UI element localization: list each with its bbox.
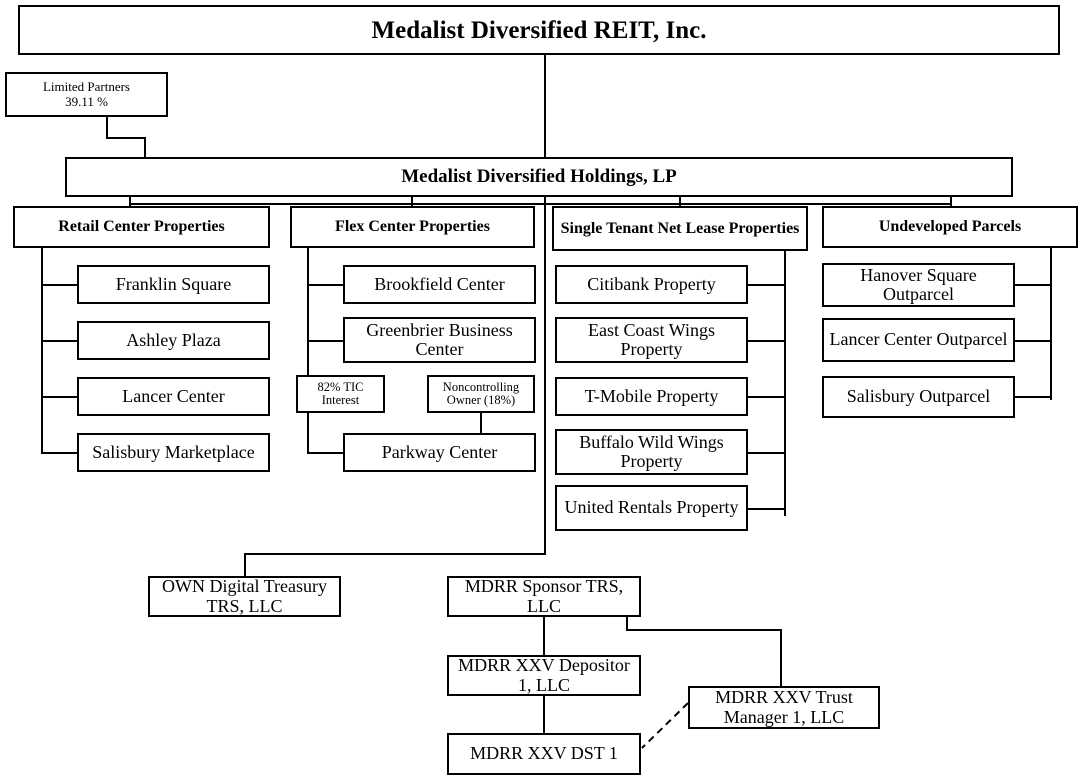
subsidiary-label: MDRR XXV DST 1 (470, 743, 618, 764)
property-citibank: Citibank Property (555, 265, 748, 304)
property-hanover-square-outparcel: Hanover Square Outparcel (822, 263, 1015, 307)
noncontrolling-owner-node: Noncontrolling Owner (18%) (427, 375, 535, 413)
rail-single-tenant (784, 250, 786, 516)
property-label: United Rentals Property (564, 497, 739, 518)
connector-noncontrolling-to-parkway (480, 413, 482, 435)
limited-partners-label: Limited Partners (42, 79, 130, 95)
property-lancer-center-outparcel: Lancer Center Outparcel (822, 318, 1015, 362)
connector-holdings-drop-single (679, 197, 681, 207)
connector-reit-to-holdings (544, 55, 546, 157)
property-franklin-square: Franklin Square (77, 265, 270, 304)
stub-undev-2 (1014, 340, 1052, 342)
connector-depositor-to-dst (543, 696, 545, 734)
property-label: Citibank Property (587, 273, 716, 294)
subsidiary-label: MDRR XXV Depositor 1, LLC (458, 655, 630, 695)
property-buffalo-wild-wings: Buffalo Wild Wings Property (555, 429, 748, 475)
root-node-medalist-reit: Medalist Diversified REIT, Inc. (18, 5, 1060, 55)
connector-holdings-bus (129, 203, 951, 205)
subsidiary-label: OWN Digital Treasury TRS, LLC (162, 576, 327, 616)
property-label: Brookfield Center (374, 273, 505, 294)
property-united-rentals: United Rentals Property (555, 485, 748, 531)
category-label: Undeveloped Parcels (878, 218, 1022, 236)
limited-partners-percent: 39.11 % (65, 93, 108, 109)
stub-undev-3 (1014, 396, 1052, 398)
connector-holdings-drop-undev (950, 197, 952, 207)
connector-trustmgr-seg3 (780, 629, 782, 687)
property-label: Ashley Plaza (126, 329, 221, 350)
stub-flex-3 (307, 452, 345, 454)
property-label: Buffalo Wild Wings Property (579, 431, 724, 471)
tic-interest-node: 82% TIC Interest (296, 375, 385, 413)
rail-undeveloped (1050, 248, 1052, 400)
connector-bottom-bus (244, 553, 546, 555)
category-label: Flex Center Properties (335, 218, 490, 236)
subsidiary-mdrr-xxv-trust-manager-1: MDRR XXV Trust Manager 1, LLC (688, 686, 880, 729)
noncontrolling-owner-label: Noncontrolling Owner (18%) (442, 379, 520, 407)
category-label: Single Tenant Net Lease Properties (560, 219, 800, 237)
property-label: Hanover Square Outparcel (860, 264, 977, 304)
subsidiary-label: MDRR XXV Trust Manager 1, LLC (715, 687, 853, 727)
limited-partners-node: Limited Partners 39.11 % (5, 72, 168, 117)
category-single-tenant-net-lease-properties: Single Tenant Net Lease Properties (552, 206, 808, 251)
stub-retail-2 (41, 340, 79, 342)
connector-holdings-spine-down (544, 197, 546, 555)
stub-retail-3 (41, 396, 79, 398)
connector-trustmgr-seg1 (626, 617, 628, 631)
stub-flex-2 (307, 340, 345, 342)
connector-trustmgr-to-dst-dashed (641, 702, 689, 749)
property-greenbrier-business-center: Greenbrier Business Center (343, 317, 536, 363)
stub-single-3 (748, 396, 786, 398)
category-retail-center-properties: Retail Center Properties (13, 206, 270, 248)
property-label: Lancer Center Outparcel (829, 329, 1008, 350)
property-label: Lancer Center (122, 385, 225, 406)
property-label: Salisbury Marketplace (92, 441, 255, 462)
stub-single-2 (748, 340, 786, 342)
connector-holdings-drop-flex (411, 197, 413, 207)
property-label: Parkway Center (381, 441, 498, 462)
connector-lp-seg3 (144, 137, 146, 159)
stub-retail-1 (41, 284, 79, 286)
subsidiary-mdrr-sponsor-trs: MDRR Sponsor TRS, LLC (447, 576, 641, 617)
holdings-node: Medalist Diversified Holdings, LP (65, 157, 1013, 197)
holdings-node-label: Medalist Diversified Holdings, LP (401, 165, 677, 187)
stub-single-4 (748, 452, 786, 454)
subsidiary-mdrr-xxv-dst-1: MDRR XXV DST 1 (447, 733, 641, 775)
property-label: Greenbrier Business Center (366, 319, 513, 359)
rail-flex (307, 248, 309, 453)
stub-undev-1 (1014, 284, 1052, 286)
root-node-label: Medalist Diversified REIT, Inc. (371, 16, 707, 44)
connector-own-digital-drop (244, 553, 246, 578)
category-undeveloped-parcels: Undeveloped Parcels (822, 206, 1078, 248)
connector-sponsor-to-depositor (543, 617, 545, 656)
property-label: Salisbury Outparcel (846, 386, 991, 407)
property-lancer-center: Lancer Center (77, 377, 270, 416)
stub-retail-4 (41, 452, 79, 454)
property-salisbury-marketplace: Salisbury Marketplace (77, 433, 270, 472)
connector-lp-seg2 (106, 137, 146, 139)
connector-holdings-drop-retail (129, 197, 131, 207)
property-label: East Coast Wings Property (588, 319, 715, 359)
subsidiary-label: MDRR Sponsor TRS, LLC (464, 576, 624, 616)
property-salisbury-outparcel: Salisbury Outparcel (822, 376, 1015, 418)
property-brookfield-center: Brookfield Center (343, 265, 536, 304)
rail-retail (41, 248, 43, 454)
category-label: Retail Center Properties (58, 218, 225, 236)
connector-trustmgr-seg2 (626, 629, 782, 631)
property-ashley-plaza: Ashley Plaza (77, 321, 270, 360)
subsidiary-mdrr-xxv-depositor-1: MDRR XXV Depositor 1, LLC (447, 655, 641, 696)
subsidiary-own-digital-treasury: OWN Digital Treasury TRS, LLC (148, 576, 341, 617)
tic-interest-label: 82% TIC Interest (317, 379, 364, 407)
property-label: Franklin Square (115, 273, 232, 294)
connector-lp-seg1 (106, 117, 108, 139)
stub-single-5 (748, 508, 786, 510)
property-parkway-center: Parkway Center (343, 433, 536, 472)
category-flex-center-properties: Flex Center Properties (290, 206, 535, 248)
property-east-coast-wings: East Coast Wings Property (555, 317, 748, 363)
stub-flex-1 (307, 284, 345, 286)
property-t-mobile: T-Mobile Property (555, 377, 748, 416)
stub-single-1 (748, 284, 786, 286)
property-label: T-Mobile Property (584, 385, 719, 406)
